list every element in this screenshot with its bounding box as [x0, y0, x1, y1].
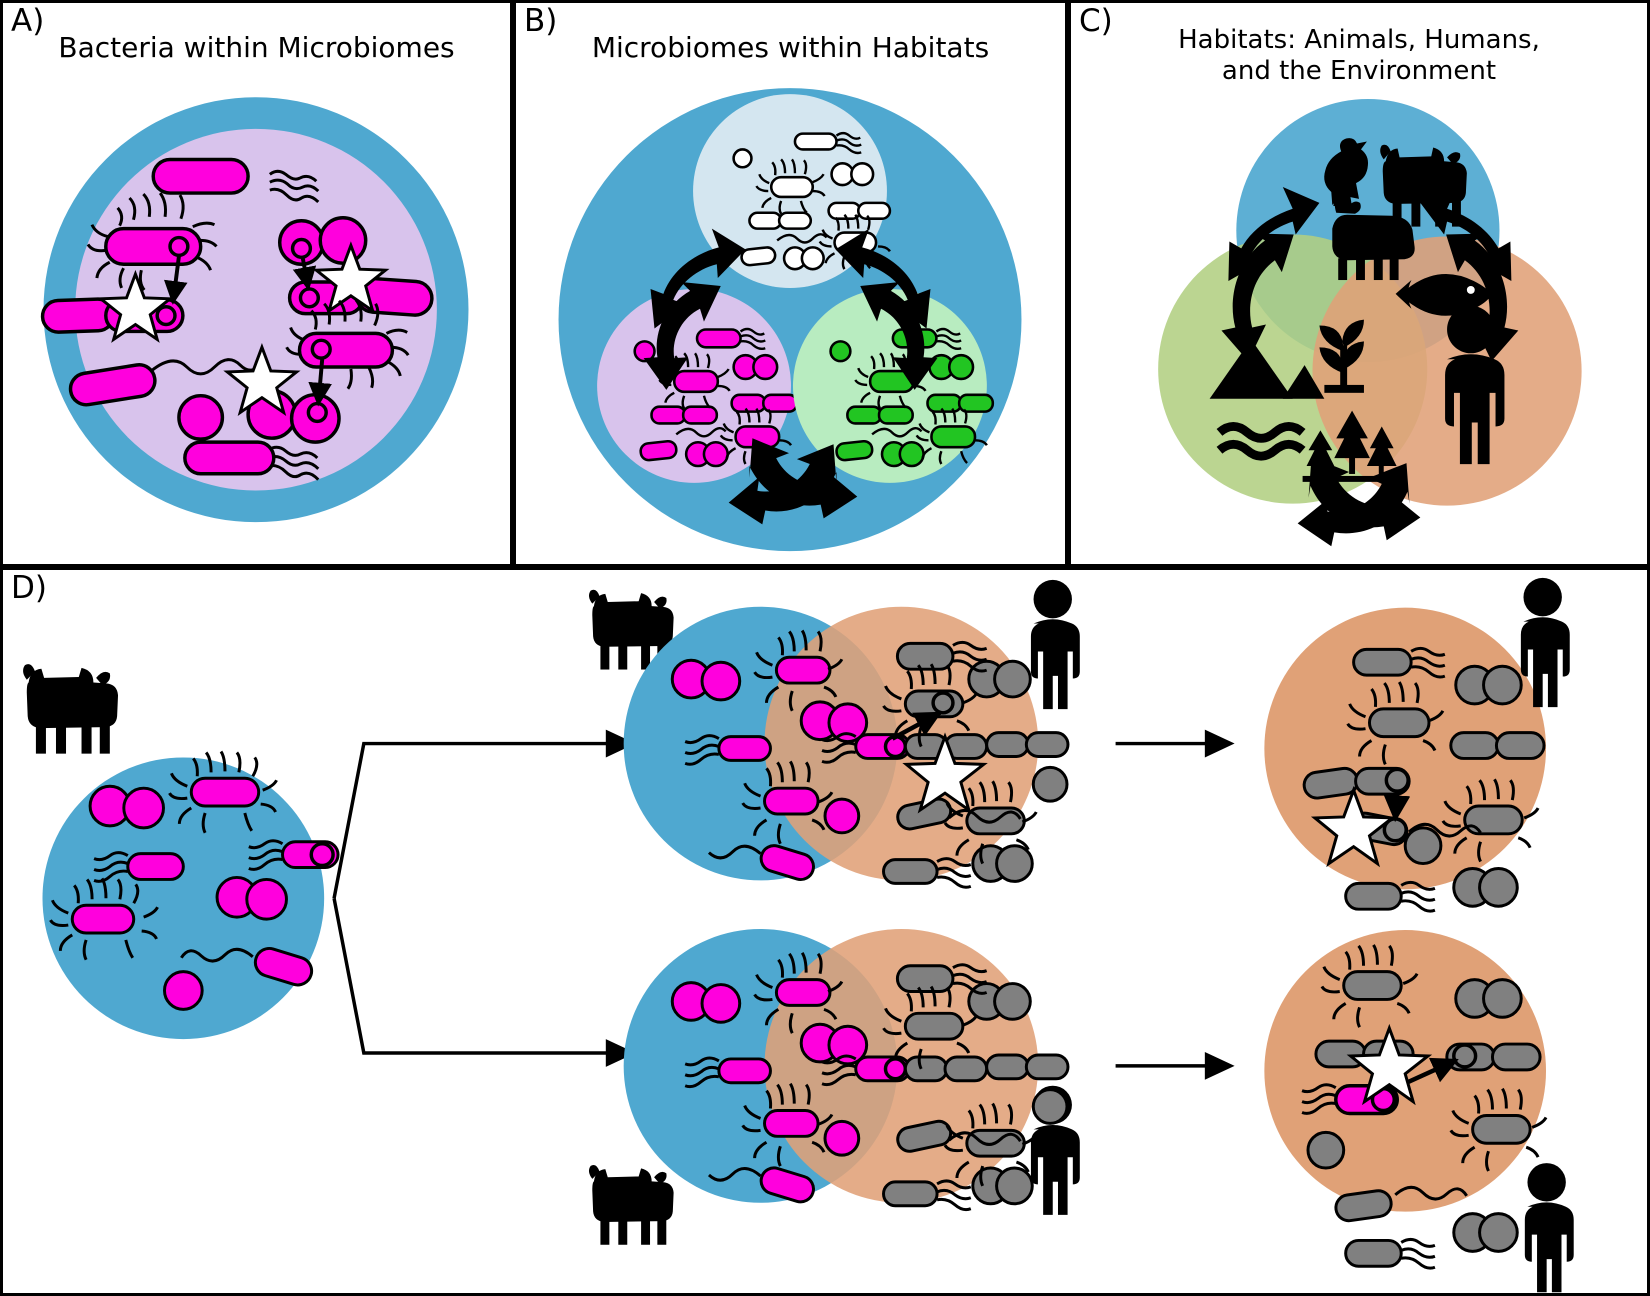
hgt-event-overlap — [891, 710, 988, 814]
panel-c: C) Habitats: Animals, Humans, and the En… — [1068, 0, 1650, 567]
branch-bottom-outcome — [1115, 930, 1574, 1293]
fish-icon — [1395, 273, 1492, 316]
flow-split-arrowheads — [605, 729, 636, 1067]
hgt-star — [312, 241, 390, 315]
panel-b-graphic — [558, 88, 1022, 552]
panel-a: A) Bacteria within Microbiomes — [0, 0, 513, 567]
cow-icon — [23, 664, 119, 754]
panel-d-letter: D) — [11, 570, 47, 606]
bacteria-group — [70, 776, 340, 1011]
hgt-event-3 — [223, 298, 410, 444]
exchange-arrow-env-human — [1297, 457, 1421, 547]
panel-d: D) — [0, 567, 1650, 1296]
hgt-star — [1310, 785, 1397, 868]
flow-split-bracket — [332, 741, 612, 1055]
hgt-event-outcome — [1310, 785, 1411, 868]
plant-icon — [1319, 319, 1364, 393]
panel-c-title: Habitats: Animals, Humans, and the Envir… — [1178, 25, 1540, 86]
hgt-star — [1346, 1023, 1433, 1106]
environment-icons — [1209, 319, 1402, 482]
bacterium-coccus — [177, 393, 225, 441]
panel-c-letter: C) — [1079, 3, 1113, 39]
exchange-arrow-white-purple — [643, 228, 746, 390]
exchange-arrow-animal-human — [1420, 187, 1519, 362]
panel-b: B) Microbiomes within Habitats — [513, 0, 1068, 567]
water-icon — [1216, 422, 1306, 461]
branch-top-contact — [588, 579, 1080, 889]
microbiome-green — [792, 288, 995, 483]
person-icon — [1524, 1163, 1574, 1293]
source-cow-microbiome — [23, 664, 340, 1040]
panel-d-graphic — [23, 577, 1574, 1293]
hgt-star — [223, 343, 301, 416]
panel-b-title: Microbiomes within Habitats — [591, 31, 990, 64]
panel-b-letter: B) — [524, 3, 558, 39]
pig-icon — [1332, 197, 1415, 281]
panel-a-letter: A) — [11, 3, 45, 39]
exchange-arrow-purple-green — [728, 438, 858, 525]
hgt-event-1 — [40, 192, 218, 343]
bacterium-rod-flagellum — [68, 358, 266, 407]
panel-a-graphic — [40, 97, 469, 523]
bacterium-rod — [183, 440, 320, 481]
microbiome-purple — [597, 288, 799, 483]
person-icon — [1030, 579, 1080, 710]
branch-top-outcome — [1115, 577, 1570, 913]
panel-a-title: Bacteria within Microbiomes — [58, 31, 455, 64]
branch-bottom-contact — [588, 929, 1080, 1245]
cow-icon — [588, 1165, 674, 1245]
hgt-star — [902, 732, 988, 814]
panel-c-graphic — [1158, 98, 1582, 547]
microbiome-disc — [42, 757, 325, 1040]
hgt-star — [96, 269, 175, 343]
exchange-arrow-env-animal — [1221, 187, 1320, 362]
exchange-arrow-white-green — [835, 228, 938, 390]
bacterium-rod — [151, 157, 320, 204]
hgt-event-outcome — [1346, 1023, 1459, 1106]
animal-icons — [1324, 138, 1492, 316]
